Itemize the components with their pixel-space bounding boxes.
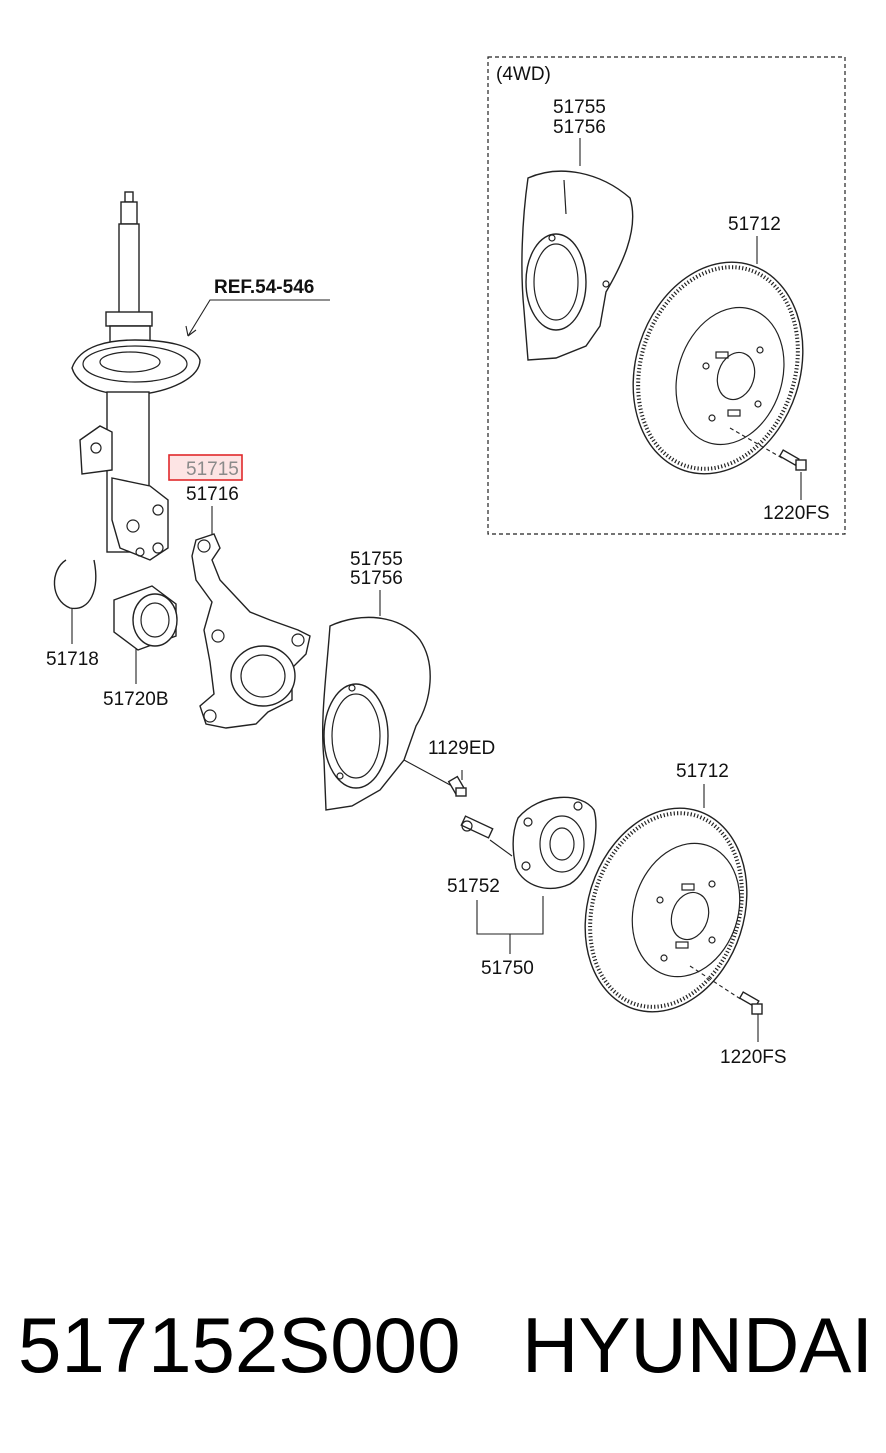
wheel-bearing	[113, 585, 178, 651]
ref-leader	[187, 299, 330, 337]
highlight-box[interactable]	[168, 454, 243, 481]
wheel-hub	[512, 796, 597, 889]
leader-1220fs-main-dash	[689, 965, 743, 1001]
label-51750: 51750	[481, 958, 534, 979]
label-1129ed: 1129ED	[428, 738, 495, 759]
steering-knuckle	[191, 533, 311, 729]
bracket-51750	[476, 896, 544, 954]
bolt-1220fs-main	[738, 991, 763, 1015]
footer-part-number: 517152S000	[18, 1301, 461, 1389]
strut-assembly	[71, 191, 201, 561]
footer-brand: HYUNDAI	[522, 1301, 874, 1389]
ref-arrow	[185, 325, 197, 337]
footer: 517152S000 HYUNDAI	[0, 1290, 886, 1400]
label-51756-main: 51756	[350, 568, 403, 589]
dust-shield-4wd	[521, 170, 634, 361]
label-51752: 51752	[447, 876, 500, 897]
label-51712-4wd: 51712	[728, 214, 781, 235]
leader-51752	[489, 839, 513, 857]
label-51716: 51716	[186, 484, 239, 505]
label-1220fs-4wd: 1220FS	[763, 503, 830, 524]
highlighted-part-label[interactable]: 51715	[186, 459, 239, 480]
4wd-section-box	[487, 56, 846, 535]
leader-1129ed	[403, 759, 453, 787]
leader-1220fs-4wd-dash	[729, 427, 783, 459]
4wd-section-label: (4WD)	[496, 64, 551, 85]
label-51718: 51718	[46, 649, 99, 670]
snap-ring	[53, 559, 97, 610]
label-51755-4wd: 51755	[553, 97, 606, 118]
label-1220fs-main: 1220FS	[720, 1047, 787, 1068]
dust-shield	[321, 616, 431, 811]
bolt-1220fs-4wd	[778, 449, 807, 471]
reference-label: REF.54-546	[214, 277, 314, 298]
bolt-1129ed	[447, 775, 467, 797]
label-51756-4wd: 51756	[553, 117, 606, 138]
hub-stud	[460, 815, 494, 839]
brake-disc	[584, 807, 748, 1013]
brake-disc-4wd	[632, 261, 804, 475]
label-51712-main: 51712	[676, 761, 729, 782]
label-51755-main: 51755	[350, 549, 403, 570]
label-51720b: 51720B	[103, 689, 169, 710]
